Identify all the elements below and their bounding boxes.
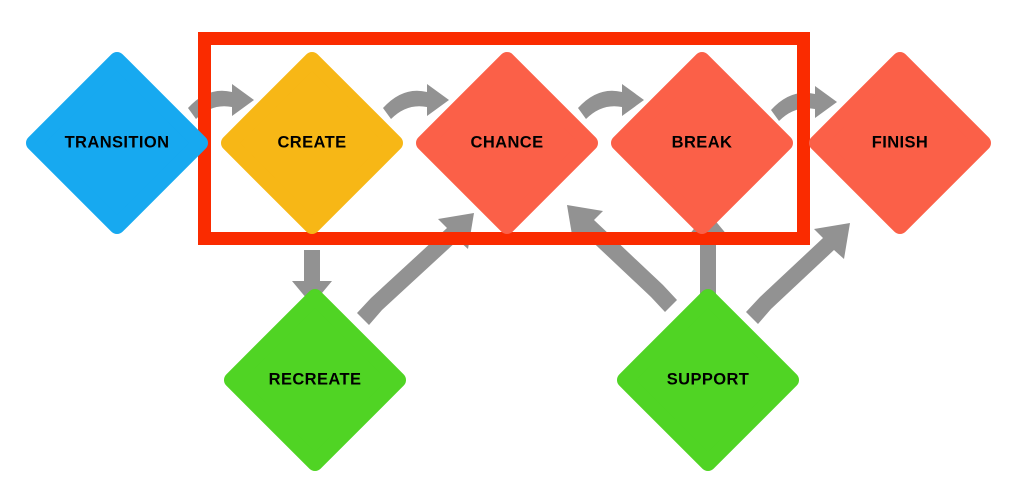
connector-create-to-recreate (292, 250, 332, 305)
node-support[interactable] (617, 289, 799, 471)
connector-support-to-finish (746, 223, 850, 324)
connector-layer (188, 84, 850, 325)
connector-create-to-chance (383, 84, 449, 119)
node-finish[interactable] (809, 52, 991, 234)
node-create[interactable] (221, 52, 403, 234)
connector-chance-to-break (578, 84, 644, 119)
connector-support-to-chance (567, 205, 677, 312)
node-break[interactable] (611, 52, 793, 234)
node-recreate[interactable] (224, 289, 406, 471)
connector-transition-to-create (188, 84, 254, 119)
node-transition[interactable] (26, 52, 208, 234)
node-layer (26, 52, 991, 471)
connector-recreate-to-chance (357, 213, 474, 325)
node-chance[interactable] (416, 52, 598, 234)
